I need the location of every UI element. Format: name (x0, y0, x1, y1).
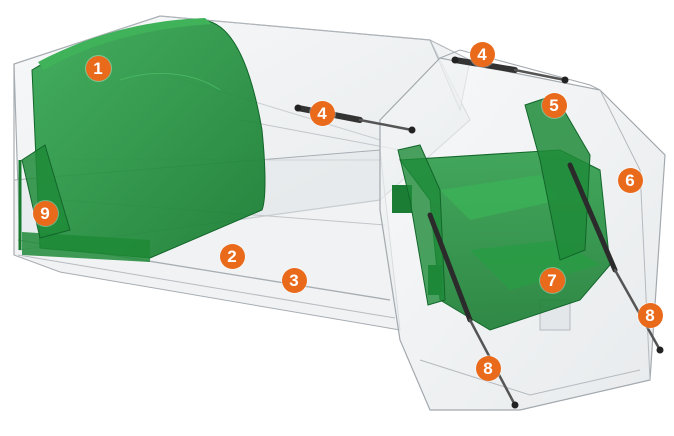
callout-1: 1 (85, 55, 111, 81)
callout-7: 7 (539, 267, 565, 293)
callout-6: 6 (617, 167, 643, 193)
tailgate-side-arms (397, 94, 591, 306)
callout-8-right: 8 (637, 302, 663, 328)
callout-8-bottom: 8 (475, 355, 501, 381)
callout-9: 9 (32, 200, 58, 226)
callout-4-top: 4 (469, 41, 495, 67)
tailgate-lift-cylinders (427, 162, 664, 409)
green-hopper (22, 18, 266, 262)
callout-3: 3 (281, 267, 307, 293)
callout-4-middle: 4 (309, 100, 335, 126)
callout-2: 2 (219, 243, 245, 269)
callout-5: 5 (541, 92, 567, 118)
